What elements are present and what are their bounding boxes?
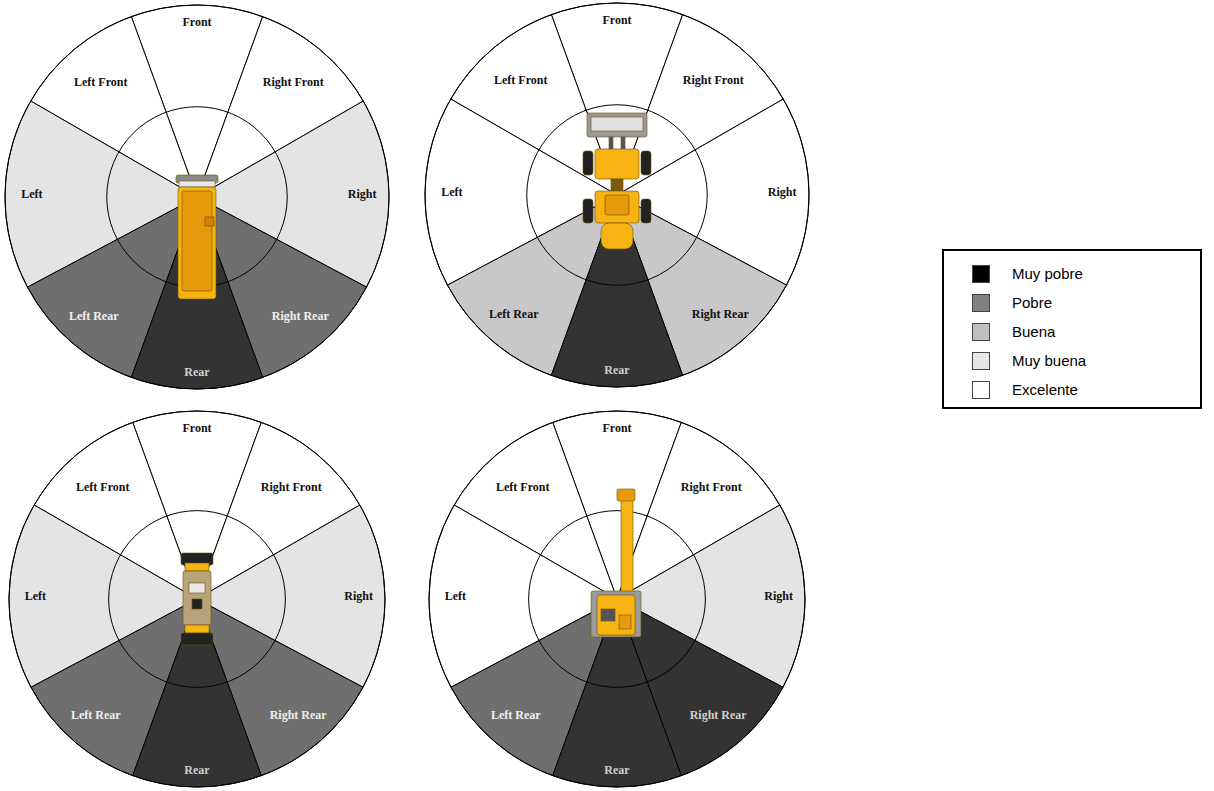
- front-frame: [595, 149, 639, 179]
- truck-roof: [182, 191, 212, 291]
- sector-label: Left Front: [496, 479, 549, 494]
- sector-label: Front: [602, 420, 631, 435]
- vehicle: [591, 489, 641, 637]
- control: [192, 599, 202, 609]
- legend-swatch: [972, 294, 990, 312]
- legend-text: Excelente: [1012, 381, 1078, 398]
- sector-label: Right Front: [263, 75, 324, 90]
- visibility-circle: [425, 3, 809, 387]
- roof-hatch: [205, 217, 214, 226]
- cab-roof: [605, 195, 629, 215]
- inner-ring: [529, 511, 706, 688]
- sector-label: Left Front: [74, 75, 127, 90]
- legend-entry: Buena: [972, 317, 1200, 346]
- sector-label: Rear: [184, 763, 209, 778]
- outer-ring: [5, 5, 389, 389]
- sector-label: Right Rear: [690, 708, 747, 723]
- legend-entry: Muy buena: [972, 346, 1200, 375]
- visibility-circle: [429, 411, 805, 787]
- inner-ring: [109, 511, 286, 688]
- sector-wedge: [133, 599, 262, 787]
- legend-text: Muy buena: [1012, 352, 1086, 369]
- engine-cover: [619, 615, 631, 629]
- rear-drum: [181, 633, 213, 645]
- sector-label: Right Rear: [270, 708, 327, 723]
- sector-label: Right Front: [261, 479, 322, 494]
- legend-text: Muy pobre: [1012, 265, 1083, 282]
- boom: [621, 499, 633, 595]
- sector-label: Front: [182, 15, 211, 30]
- legend-entry: Muy pobre: [972, 259, 1200, 288]
- visibility-circle: [5, 5, 389, 389]
- bucket-inner: [591, 117, 643, 131]
- drum-frame: [185, 625, 209, 633]
- legend-swatch: [972, 265, 990, 283]
- vehicle: [176, 175, 218, 299]
- wheel: [641, 199, 651, 223]
- sector-label: Left Rear: [71, 708, 121, 723]
- engine-hood: [601, 223, 633, 249]
- fork-guard: [179, 181, 215, 187]
- sector-label: Left Front: [76, 479, 129, 494]
- sector-label: Rear: [604, 362, 629, 377]
- legend-box: Muy pobrePobreBuenaMuy buenaExcelente: [942, 249, 1202, 409]
- cab-window: [601, 609, 615, 621]
- wheel: [583, 199, 593, 223]
- sector-label: Left Rear: [491, 708, 541, 723]
- sector-label: Right Front: [683, 73, 744, 88]
- sector-label: Left: [25, 589, 46, 604]
- legend-swatch: [972, 352, 990, 370]
- cab: [595, 191, 639, 223]
- sector-label: Right: [764, 589, 793, 604]
- legend-swatch: [972, 381, 990, 399]
- drum-frame: [185, 563, 209, 571]
- sector-label: Front: [182, 420, 211, 435]
- sector-label: Right Rear: [692, 306, 749, 321]
- vehicle: [583, 113, 651, 249]
- outer-ring: [425, 3, 809, 387]
- sector-label: Left: [21, 187, 42, 202]
- truck-body: [178, 187, 216, 299]
- legend-entry: Excelente: [972, 375, 1200, 404]
- roller-body: [183, 571, 211, 625]
- upper-body: [597, 595, 635, 635]
- visibility-circle: [9, 411, 385, 787]
- bucket: [617, 489, 635, 501]
- outer-ring: [9, 411, 385, 787]
- sector-label: Front: [602, 13, 631, 28]
- wheel: [641, 151, 651, 175]
- inner-ring: [527, 105, 707, 285]
- sector-label: Right Front: [681, 479, 742, 494]
- legend-text: Pobre: [1012, 294, 1052, 311]
- sector-label: Left Rear: [489, 306, 539, 321]
- sector-label: Right: [348, 187, 377, 202]
- vehicle: [181, 553, 213, 645]
- sector-label: Right Rear: [272, 308, 329, 323]
- track-frame: [591, 591, 641, 637]
- sector-label: Right: [344, 589, 373, 604]
- legend-entry: Pobre: [972, 288, 1200, 317]
- sector-label: Left: [445, 589, 466, 604]
- legend-text: Buena: [1012, 323, 1055, 340]
- sector-label: Right: [768, 185, 797, 200]
- outer-ring: [429, 411, 805, 787]
- seat: [189, 583, 205, 593]
- articulation: [611, 179, 623, 191]
- sector-label: Rear: [604, 763, 629, 778]
- sector-label: Left Rear: [69, 308, 119, 323]
- sector-label: Left: [441, 185, 462, 200]
- bucket: [587, 113, 647, 137]
- sector-label: Left Front: [494, 73, 547, 88]
- sector-wedge: [551, 195, 682, 387]
- legend-swatch: [972, 323, 990, 341]
- wheel: [583, 151, 593, 175]
- sector-label: Rear: [184, 364, 209, 379]
